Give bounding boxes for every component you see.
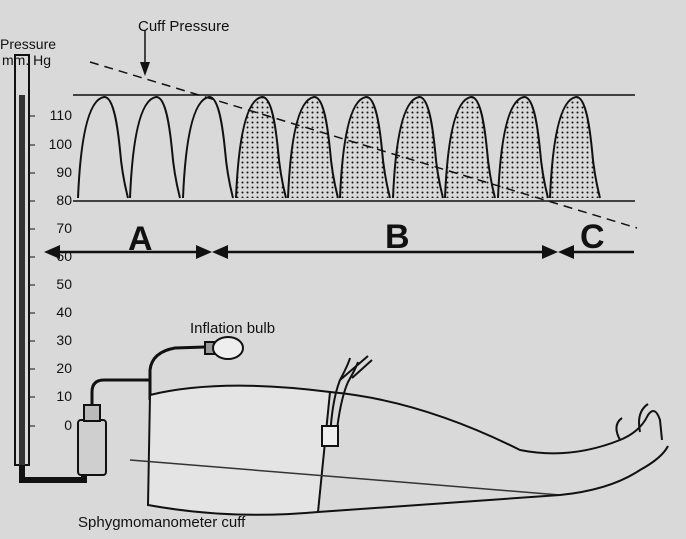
pulse-wave xyxy=(235,96,287,199)
axis-title: Pressure mm. Hg xyxy=(0,36,56,68)
tick-label-90: 90 xyxy=(56,164,72,180)
region-a-label: A xyxy=(128,220,153,258)
pulse-wave xyxy=(392,96,444,199)
axis-title-line1: Pressure xyxy=(0,36,57,52)
tick-label-50: 50 xyxy=(56,276,72,292)
tick-label-60: 60 xyxy=(56,248,72,264)
tick-label-30: 30 xyxy=(56,332,72,348)
pulse-wave xyxy=(497,96,549,199)
stethoscope xyxy=(321,355,373,447)
axis-title-line2: mm. Hg xyxy=(2,52,51,68)
pulse-wave xyxy=(77,96,129,199)
arm-outline xyxy=(317,391,669,513)
inflation-bulb-label: Inflation bulb xyxy=(190,320,276,337)
tick-label-70: 70 xyxy=(56,220,72,236)
inflation-bulb xyxy=(148,336,244,400)
region-c-label: C xyxy=(580,218,605,256)
pulse-waveforms xyxy=(77,96,601,199)
tick-label-0: 0 xyxy=(64,417,72,433)
pulse-wave xyxy=(129,96,181,199)
pulse-wave xyxy=(287,96,339,199)
sphygmomanometer-cuff xyxy=(129,384,561,516)
tick-label-100: 100 xyxy=(48,136,72,152)
tick-label-110: 110 xyxy=(49,107,72,123)
cuff-pressure-label: Cuff Pressure xyxy=(138,18,230,35)
region-arrows xyxy=(44,245,634,259)
pulse-wave xyxy=(549,96,601,199)
tick-label-20: 20 xyxy=(56,360,72,376)
axis-ticks xyxy=(29,115,35,427)
cuff-pressure-arrow xyxy=(140,30,150,76)
pulse-wave xyxy=(182,96,234,199)
tick-label-80: 80 xyxy=(56,192,72,208)
cuff-label: Sphygmomanometer cuff xyxy=(78,514,246,531)
pulse-wave xyxy=(339,96,391,199)
pulse-wave xyxy=(444,96,496,199)
tick-label-40: 40 xyxy=(56,304,72,320)
tick-label-10: 10 xyxy=(56,388,72,404)
region-b-label: B xyxy=(385,218,410,256)
cuff-pressure-line xyxy=(89,61,638,229)
manometer-reservoir xyxy=(77,378,152,476)
